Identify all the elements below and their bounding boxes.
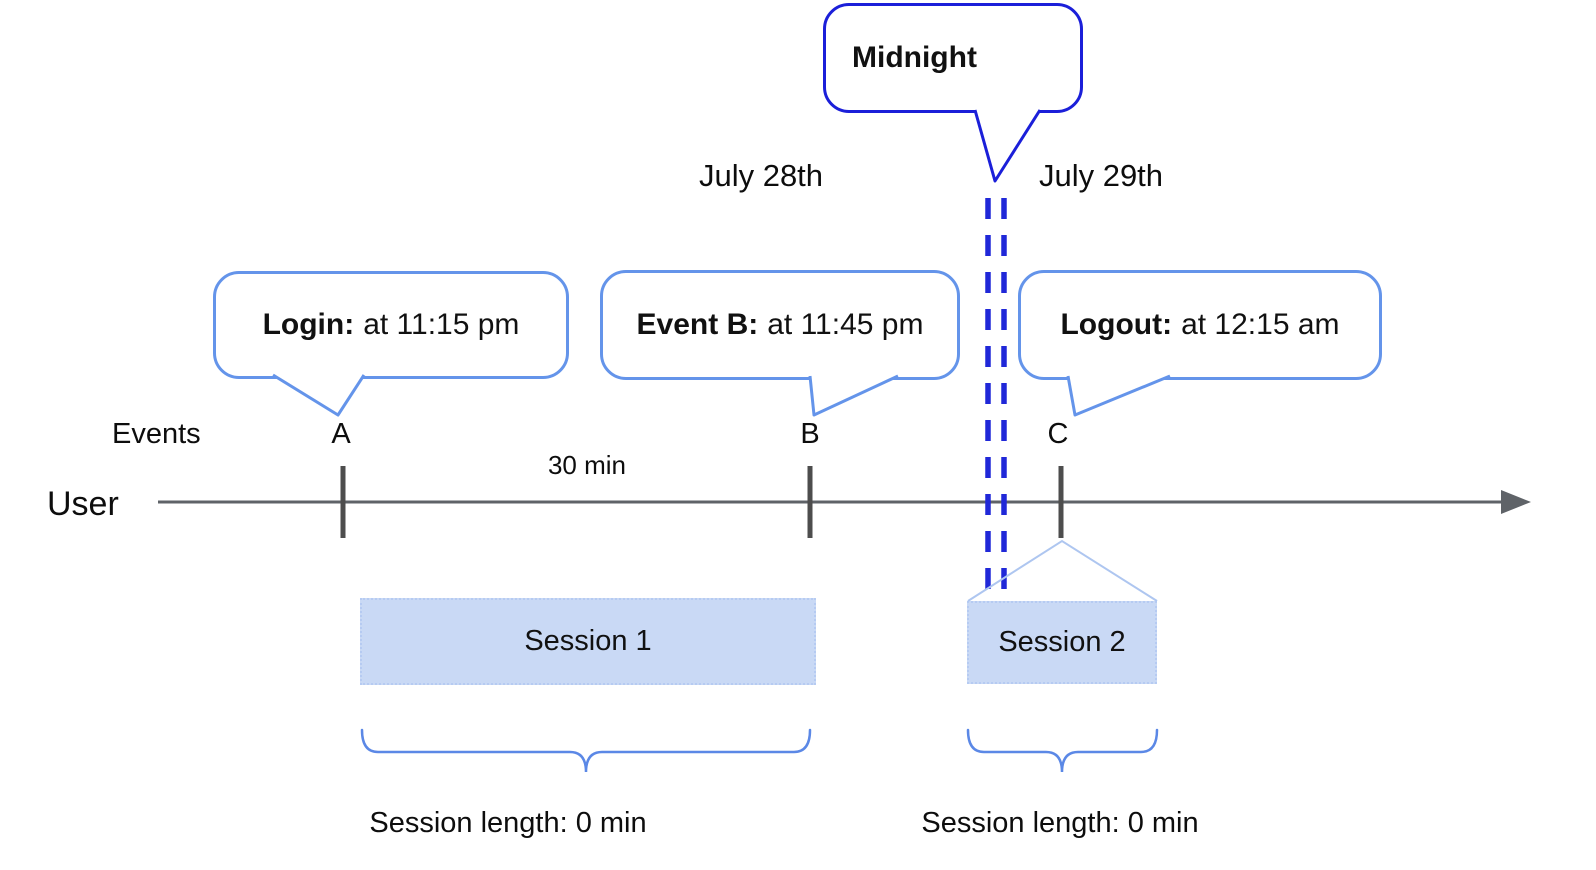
date-july-29: July 29th (1038, 158, 1164, 193)
session-2-label: Session 2 (998, 626, 1126, 658)
timeline-arrowhead-icon (1501, 490, 1531, 514)
session-1-label: Session 1 (524, 625, 652, 657)
logout-label: Logout: (1060, 308, 1173, 341)
session-2-box: Session 2 (967, 601, 1157, 684)
session-1-length-label: Session length: 0 min (369, 807, 647, 839)
session-1-box: Session 1 (360, 598, 816, 685)
logout-time: at 12:15 am (1181, 308, 1340, 341)
user-row-label: User (47, 485, 119, 523)
login-bubble-tail (272, 373, 366, 417)
login-callout-bubble: Login: at 11:15 pm (213, 271, 569, 379)
event-c-letter: C (1047, 418, 1069, 450)
login-time: at 11:15 pm (363, 308, 520, 341)
event-b-time: at 11:45 pm (767, 308, 924, 341)
logout-bubble-tail (1066, 374, 1171, 417)
interval-30min-label: 30 min (547, 450, 627, 480)
midnight-callout-bubble: Midnight (823, 3, 1083, 113)
event-b-bubble-tail (808, 374, 899, 417)
midnight-bubble-tail (973, 109, 1042, 183)
date-july-28: July 28th (698, 158, 824, 193)
session-2-roof-lines (967, 539, 1158, 602)
session-1-brace (360, 728, 812, 773)
midnight-label: Midnight (852, 41, 977, 74)
event-b-callout-bubble: Event B: at 11:45 pm (600, 270, 960, 380)
session-2-brace (966, 728, 1159, 773)
event-a-letter: A (331, 418, 351, 450)
events-row-label: Events (112, 418, 201, 450)
session-2-length-label: Session length: 0 min (921, 807, 1199, 839)
logout-callout-bubble: Logout: at 12:15 am (1018, 270, 1382, 380)
event-b-letter: B (800, 418, 820, 450)
event-b-label: Event B: (636, 308, 759, 341)
login-label: Login: (262, 308, 355, 341)
